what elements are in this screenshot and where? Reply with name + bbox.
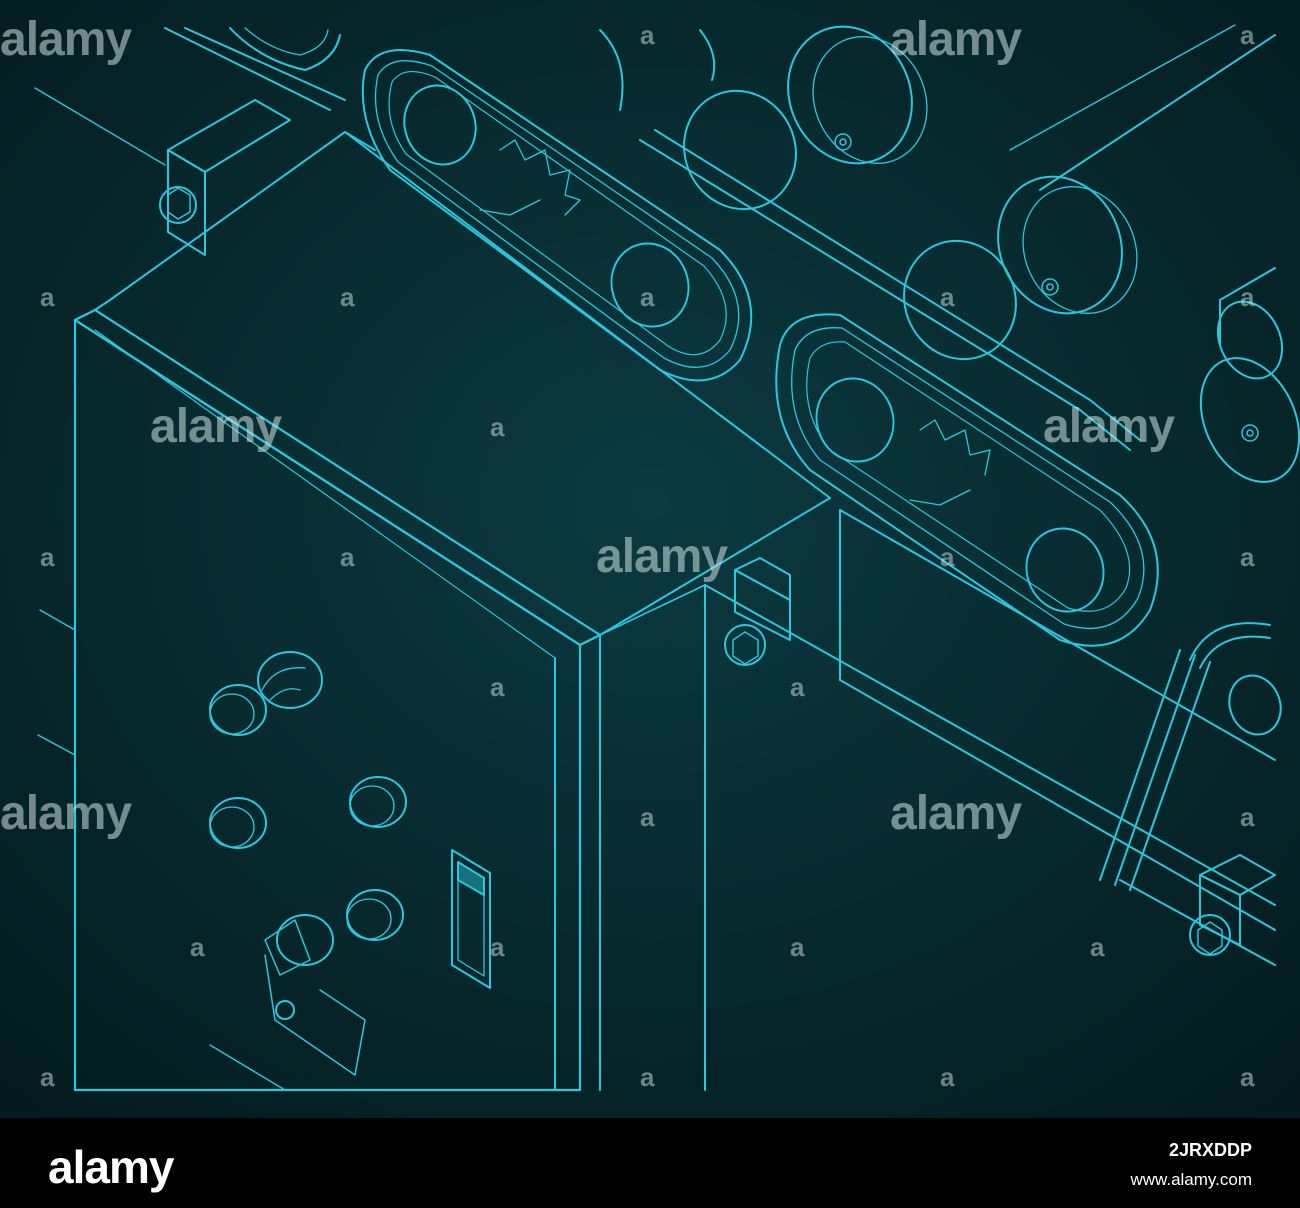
watermark-logo: alamy (0, 787, 132, 840)
conveyor-frame (704, 34, 1276, 1091)
watermark-letter: a (640, 20, 655, 50)
top-belt-fragment (164, 27, 346, 111)
selector-switch (264, 914, 366, 1076)
watermark-letter: a (940, 542, 955, 572)
watermark-letter: a (1240, 802, 1255, 832)
watermark-letter: a (940, 282, 955, 312)
watermark-letter: a (490, 932, 505, 962)
watermark-letter: a (1240, 542, 1255, 572)
watermark-letter: a (1240, 20, 1255, 50)
control-buttons (209, 651, 407, 941)
watermark-letter: a (340, 542, 355, 572)
watermark-letter: a (1090, 932, 1105, 962)
watermark-letter: a (40, 1062, 55, 1092)
watermark-letter: a (790, 932, 805, 962)
watermark-letter: a (40, 282, 55, 312)
blueprint-background (0, 0, 1300, 1118)
watermark-letter: a (640, 282, 655, 312)
footer-logo: alamy (48, 1141, 174, 1193)
watermark-letter: a (490, 412, 505, 442)
stock-footer-bar: alamy 2JRXDDP www.alamy.com (0, 1118, 1300, 1208)
watermark-logo: alamy (890, 787, 1022, 840)
watermark-letter: a (1240, 282, 1255, 312)
rear-bearing-block (159, 99, 291, 256)
control-cabinet (73, 131, 831, 1092)
conveyor-rollers (599, 25, 1300, 483)
watermark-letter: a (1240, 1062, 1255, 1092)
image-id-label: 2JRXDDP (1168, 1140, 1252, 1160)
lower-bearing-block (1189, 854, 1276, 956)
watermark-logo: alamy (890, 13, 1022, 66)
watermark-letter: a (40, 542, 55, 572)
upper-belt-assembly (361, 49, 753, 382)
middle-belt-assembly (639, 129, 1159, 647)
blueprint-drawing: alamy alamy alamy alamy alamy alamy alam… (0, 0, 1300, 1118)
watermark-letter: a (640, 802, 655, 832)
construction-lines (34, 24, 1236, 1091)
watermark-logo: alamy (0, 13, 132, 66)
side-bearing-block (724, 557, 791, 666)
watermark-letter: a (940, 1062, 955, 1092)
watermark-letter: a (190, 932, 205, 962)
watermark-logo: alamy (1043, 400, 1175, 453)
watermark-letter: a (640, 1062, 655, 1092)
watermark-logo: alamy (596, 530, 728, 583)
indicator-window (451, 849, 491, 989)
watermark-letter: a (340, 282, 355, 312)
watermark-letter: a (490, 672, 505, 702)
roller-nuts (834, 133, 1259, 442)
blueprint-svg (0, 0, 1300, 1118)
lower-belt-assembly (1099, 622, 1282, 891)
watermark-logo: alamy (150, 400, 282, 453)
watermark-letter: a (790, 672, 805, 702)
footer-url-link[interactable]: www.alamy.com (1130, 1170, 1252, 1189)
